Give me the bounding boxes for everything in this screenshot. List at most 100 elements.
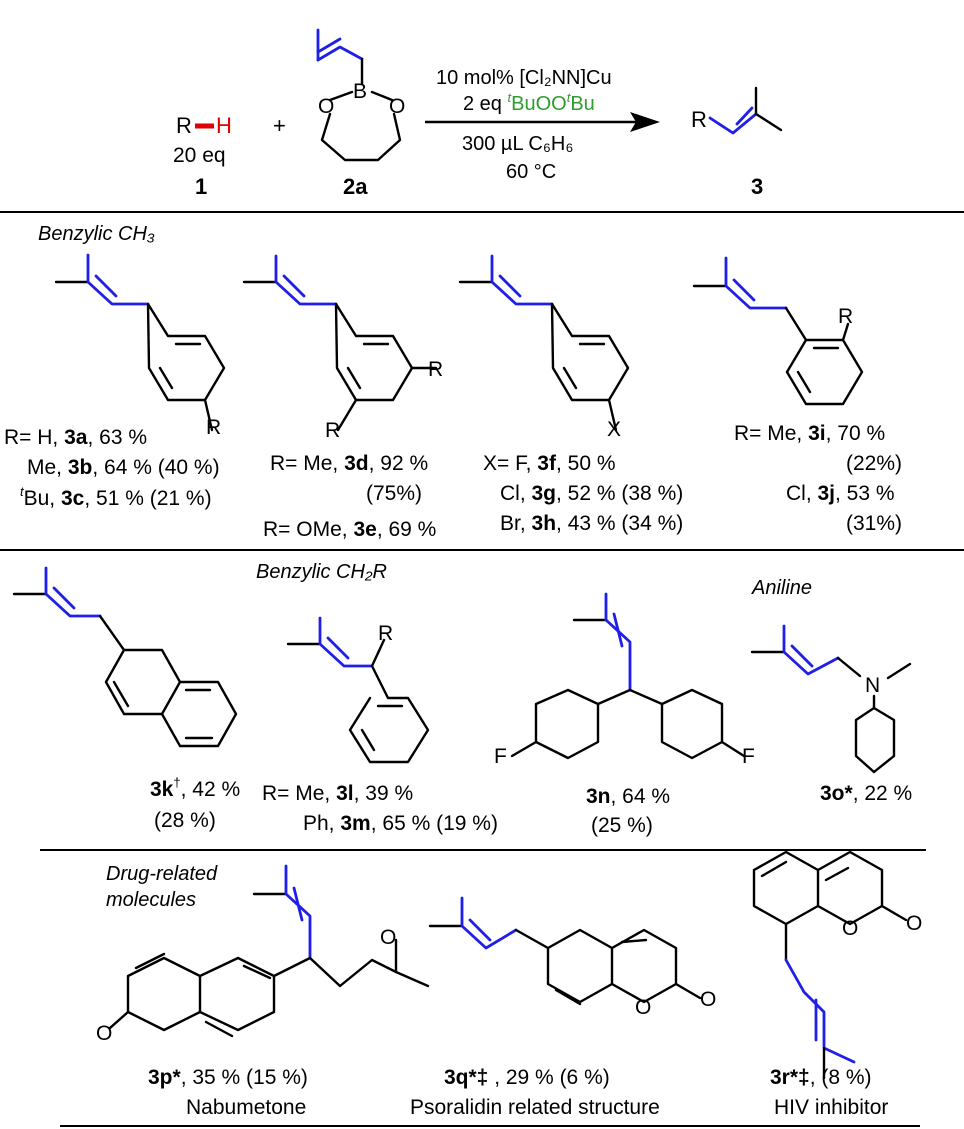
ketone-oxygen: O xyxy=(380,926,396,949)
ring-inner xyxy=(346,342,390,390)
substituent-r1: R xyxy=(428,358,443,381)
entry-3h: Br, 3h, 43 % (34 %) xyxy=(500,512,683,535)
entry-3a: R= H, 3a, 63 % xyxy=(4,426,147,449)
prenyl-chain xyxy=(604,592,632,692)
ring-inner xyxy=(796,346,840,394)
ring-inner xyxy=(760,860,850,882)
oxidant-sup-t2: t xyxy=(567,90,572,105)
benzene-ring xyxy=(348,638,430,764)
entry-prefix: R= H, xyxy=(4,426,64,449)
prenyl-double xyxy=(326,636,350,660)
ring-inner xyxy=(158,342,202,390)
section-drug-related-2: molecules xyxy=(106,889,196,911)
entry-3j-paren: (31%) xyxy=(846,512,902,535)
entry-yield: , 50 % xyxy=(556,452,616,475)
entry-3i: R= Me, 3i, 70 % xyxy=(734,422,885,445)
reactant1-number: 1 xyxy=(195,174,207,199)
structure-3lm: R xyxy=(286,616,430,764)
entry-3i-paren: (22%) xyxy=(846,452,902,475)
oxygen-label-left: O xyxy=(318,95,334,118)
reaction-arrow-group: 10 mol% [Cl₂NN]Cu 2 eq tBuOOtBu 300 µL C… xyxy=(425,67,660,183)
ring-oxygen: O xyxy=(842,917,858,940)
entry-yield: , 63 % xyxy=(87,426,147,449)
ketone-chain xyxy=(308,938,430,988)
entry-3k-paren: (28 %) xyxy=(154,809,216,832)
oxidant-sup-t1: t xyxy=(507,90,512,105)
compound-id: 3o* xyxy=(820,782,854,805)
reactant2-number: 2a xyxy=(343,174,368,199)
benzene-ring xyxy=(146,302,226,432)
entry-3b: Me, 3b, 64 % (40 %) xyxy=(27,456,220,479)
compound-id: 3l xyxy=(336,782,354,805)
product-double-bond xyxy=(735,106,754,126)
entry-prefix: Cl, xyxy=(500,482,532,505)
entry-yield: , (8 %) xyxy=(810,1066,872,1089)
entry-yield: , 69 % xyxy=(377,518,437,541)
reactant-1: R H 20 eq 1 xyxy=(173,113,232,199)
prenyl-chain xyxy=(490,254,554,306)
entry-3n: 3n, 64 % xyxy=(586,785,670,808)
catalyst-label: 10 mol% [Cl₂NN]Cu xyxy=(436,67,612,89)
fluorine-right: F xyxy=(742,745,755,768)
structure-3n: F F xyxy=(494,592,755,768)
structure-3abc: R xyxy=(54,253,226,439)
entry-yield: , 51 % (21 %) xyxy=(84,487,211,510)
substituent-r: R xyxy=(838,305,853,328)
entry-prefix: Ph, xyxy=(303,812,340,835)
prenyl-chain xyxy=(86,253,150,306)
compound-id: 3r*‡ xyxy=(770,1066,810,1089)
prenyl-double xyxy=(94,274,118,298)
naphthalene-ring xyxy=(98,614,238,748)
product-r-label: R xyxy=(691,107,707,132)
oxidant-equiv: 2 eq xyxy=(463,93,507,115)
section-drug-related-1: Drug-related xyxy=(106,863,218,885)
section-aniline: Aniline xyxy=(751,577,812,599)
compound-id: 3p* xyxy=(148,1066,182,1089)
prenyl-double xyxy=(468,918,492,942)
entry-prefix: Bu, xyxy=(24,487,61,510)
dioxaborinane-ring xyxy=(320,90,402,162)
substituent-x: X xyxy=(607,418,621,441)
ring-inner xyxy=(134,952,272,1038)
solvent-label: 300 µL C₆H₆ xyxy=(462,133,573,155)
entry-prefix: Cl, xyxy=(786,482,818,505)
plus-sign: + xyxy=(273,113,286,138)
entry-yield: , 42 % xyxy=(181,778,241,801)
substituent-r2: R xyxy=(325,419,340,442)
structure-3ij: R xyxy=(692,256,864,406)
entry-prefix: Br, xyxy=(500,512,532,535)
carbonyl-oxygen: O xyxy=(906,912,922,935)
entry-yield: , 64 % (40 %) xyxy=(92,456,219,479)
carbonyl-oxygen: O xyxy=(700,988,716,1011)
entry-3d-paren: (75%) xyxy=(366,482,422,505)
prenyl-double xyxy=(732,278,756,302)
entry-prefix: X= F, xyxy=(483,452,537,475)
coumarin-ring xyxy=(514,928,702,1004)
prenyl-chain xyxy=(724,256,788,310)
prenyl-double xyxy=(790,644,814,668)
reactant1-h-label: H xyxy=(216,113,232,138)
ring-inner xyxy=(562,342,606,390)
oxidant-label: 2 eq tBuOOtBu xyxy=(463,90,595,115)
entry-sup: t xyxy=(20,484,25,499)
structure-3fgh: X xyxy=(458,254,630,441)
prenyl-double xyxy=(612,612,624,648)
product-number: 3 xyxy=(751,174,763,199)
temperature-label: 60 °C xyxy=(506,161,556,183)
entry-yield: , 43 % (34 %) xyxy=(556,512,683,535)
prenyl-double xyxy=(498,274,522,298)
compound-id: 3a xyxy=(64,426,88,449)
reactant-2a: B O O 2a xyxy=(316,28,405,199)
ring-inner xyxy=(112,680,214,740)
oxidant-suffix: Bu xyxy=(570,93,594,115)
section-benzylic-ch3: Benzylic CH₃ xyxy=(38,223,155,245)
prenyl-chain xyxy=(274,254,338,306)
entry-3f: X= F, 3f, 50 % xyxy=(483,452,616,475)
prenyl-chain xyxy=(284,864,312,960)
compound-id: 3b xyxy=(68,456,93,479)
oxidant-name: BuOO xyxy=(511,93,567,115)
prenyl-chain xyxy=(318,616,374,668)
entry-prefix: R= Me, xyxy=(734,422,808,445)
compound-id: 3n xyxy=(586,785,611,808)
prenyl-double xyxy=(292,886,304,922)
